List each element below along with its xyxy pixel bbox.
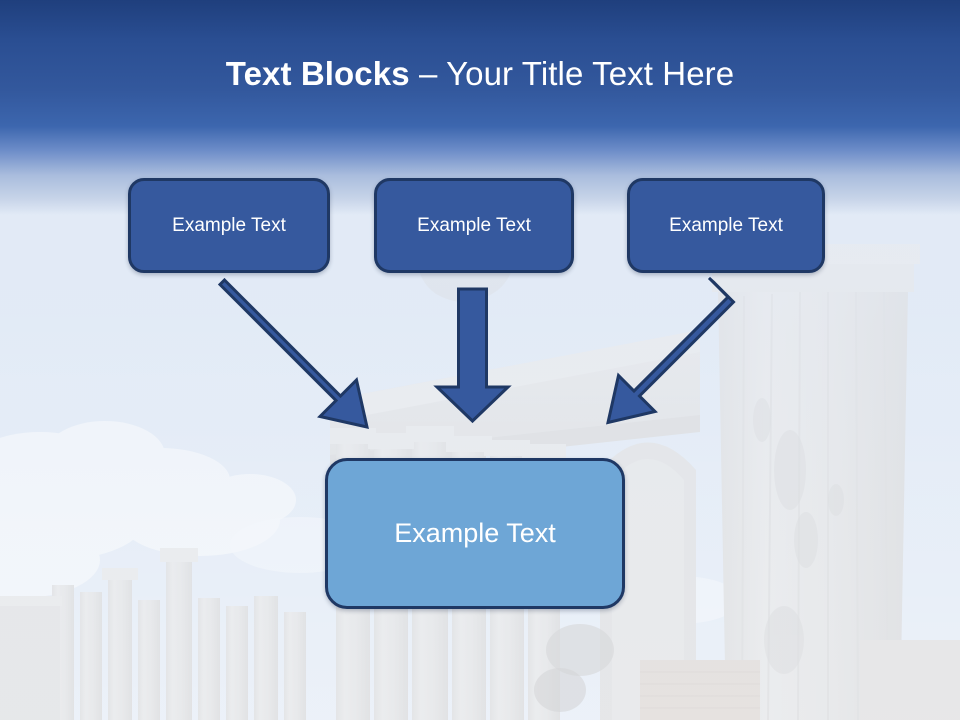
text-block-2-label: Example Text — [417, 214, 531, 236]
text-block-2[interactable]: Example Text — [374, 178, 574, 273]
text-block-3-label: Example Text — [669, 214, 783, 236]
text-block-result-label: Example Text — [394, 518, 556, 548]
page-title-light: – Your Title Text Here — [418, 55, 735, 92]
page-title-strong: Text Blocks — [225, 55, 419, 92]
page-title: Text Blocks – Your Title Text Here — [0, 53, 960, 95]
text-block-result[interactable]: Example Text — [325, 458, 625, 609]
text-block-1-label: Example Text — [172, 214, 286, 236]
text-block-3[interactable]: Example Text — [627, 178, 825, 273]
text-block-1[interactable]: Example Text — [128, 178, 330, 273]
